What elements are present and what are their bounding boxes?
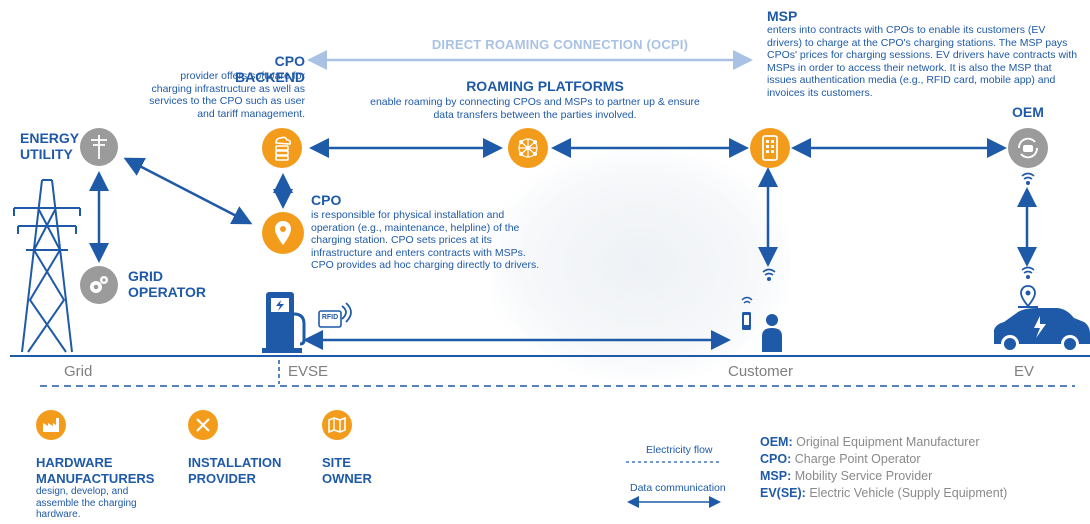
roaming-platforms-description: enable roaming by connecting CPOs and MS… [370,96,700,121]
power-pole-icon [80,128,118,166]
transmission-tower-icon [13,179,81,353]
utility-cpo-arrow [123,157,253,225]
charging-station-icon [262,290,312,354]
tools-icon [188,410,218,440]
installation-provider-title: INSTALLATION PROVIDER [188,455,282,486]
abbreviation-item: CPO: Charge Point Operator [760,452,921,466]
energy-utility-title: ENERGY UTILITY [20,130,79,162]
msp-title: MSP [767,8,798,24]
network-globe-icon [508,128,548,168]
msp-description: enters into contracts with CPOs to enabl… [767,24,1078,99]
wireless-signal-icon [760,268,778,282]
cpo-backend-description: provider offers software for charging in… [149,70,305,120]
cpo-description: is responsible for physical installation… [311,209,540,271]
abbreviation-item: EV(SE): Electric Vehicle (Supply Equipme… [760,486,1008,500]
car-sync-icon [1008,128,1048,168]
direct-roaming-label: DIRECT ROAMING CONNECTION (OCPI) [431,37,689,52]
factory-icon [36,410,66,440]
axis-label-customer: Customer [728,363,794,380]
roaming-platforms-title: ROAMING PLATFORMS [466,78,624,94]
abbreviation-item: OEM: Original Equipment Manufacturer [760,435,980,449]
smartphone-icon [750,128,790,168]
cpo-title: CPO [311,192,342,208]
cpo-backend-title: CPO BACKEND [235,53,305,85]
abbreviation-list: OEM: Original Equipment Manufacturer CPO… [760,434,1080,502]
server-cloud-icon [262,128,302,168]
electric-car-icon [990,284,1090,356]
gears-icon [80,266,118,304]
wireless-signal-icon [1019,172,1037,186]
axis-label-ev: EV [1014,363,1035,380]
location-pin-icon [262,212,304,254]
legend-data-label: Data communication [630,482,726,494]
hardware-manufacturers-title: HARDWARE MANUFACTURERS [36,455,155,486]
wireless-signal-icon [1019,266,1037,280]
axis-label-evse: EVSE [288,363,329,380]
person-icon [740,292,786,354]
rfid-card-icon [318,302,358,330]
rfid-label: RFID [321,314,339,321]
oem-title: OEM [1012,104,1044,120]
abbreviation-item: MSP: Mobility Service Provider [760,469,933,483]
site-owner-title: SITE OWNER [322,455,372,486]
legend-electricity-label: Electricity flow [646,444,713,456]
hardware-manufacturers-description: design, develop, and assemble the chargi… [36,486,137,520]
map-icon [322,410,352,440]
grid-operator-title: GRID OPERATOR [128,268,207,300]
axis-label-grid: Grid [64,363,93,380]
